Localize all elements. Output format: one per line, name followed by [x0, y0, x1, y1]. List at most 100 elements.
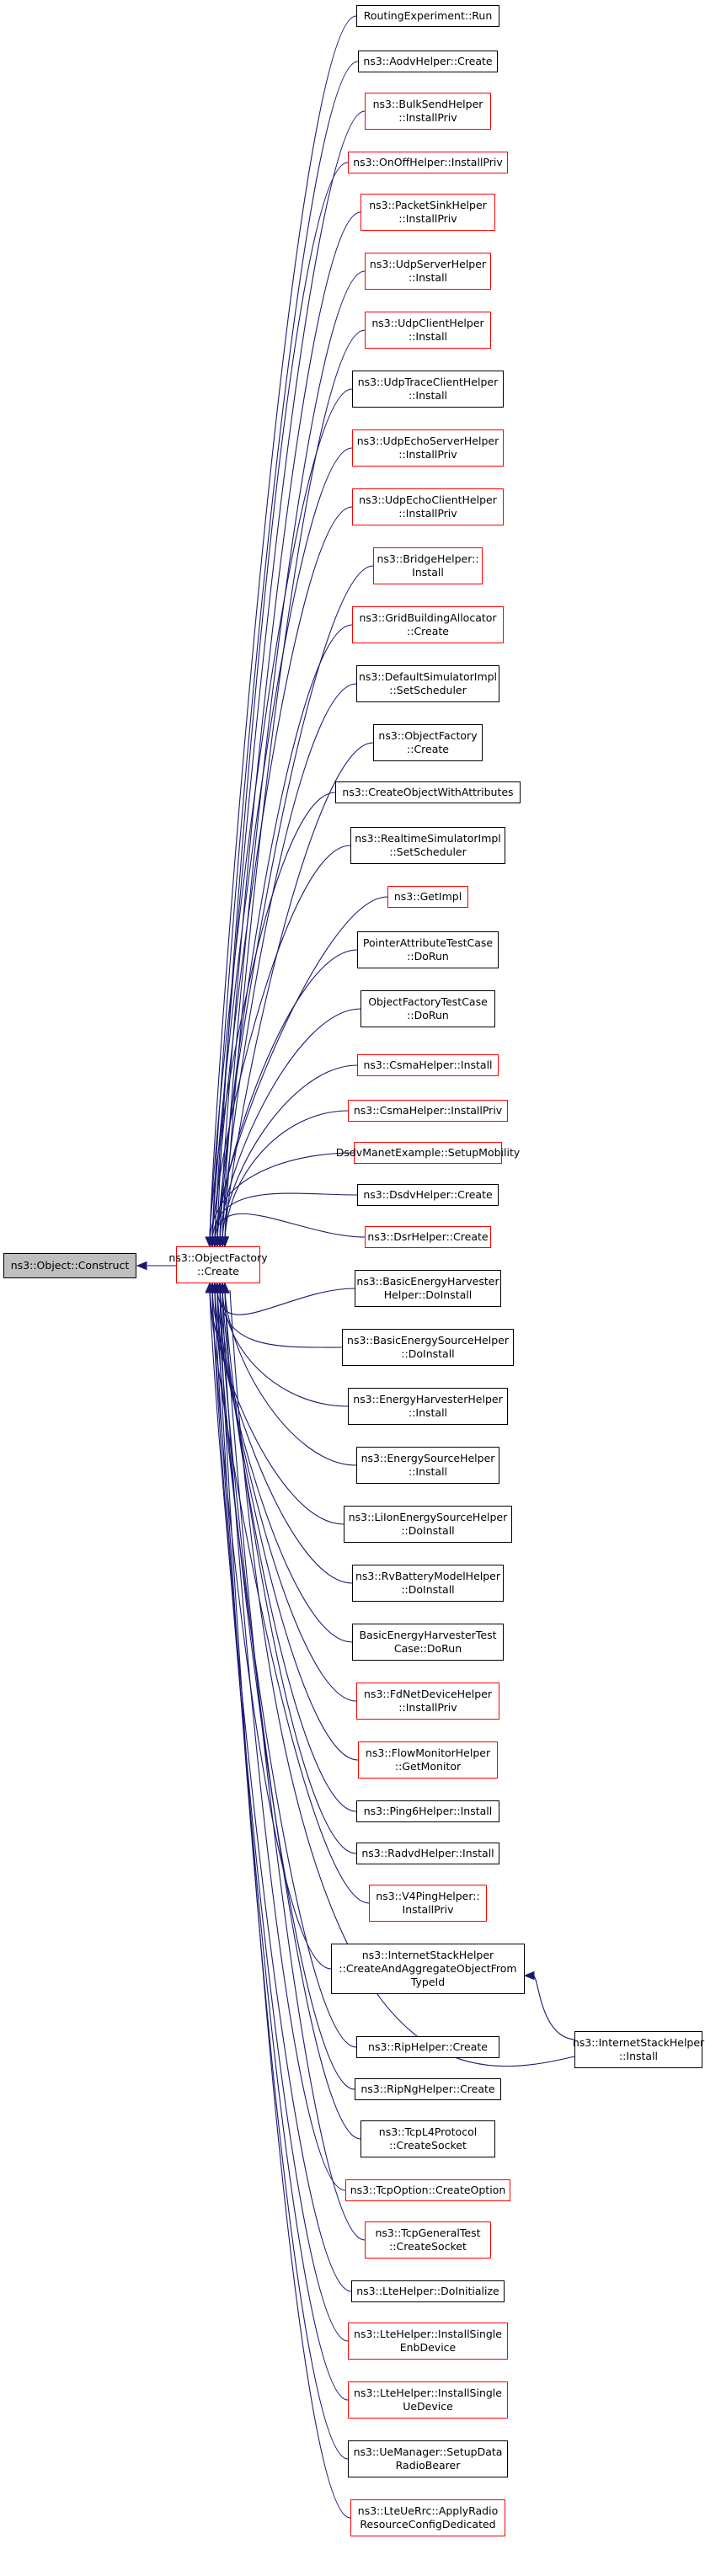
caller-node[interactable]: ns3::RadvdHelper::Install — [356, 1843, 499, 1864]
node-label: RoutingExperiment::Run — [363, 9, 493, 22]
second-level-node[interactable]: ns3::InternetStackHelper::Install — [573, 2031, 704, 2068]
caller-node[interactable]: ns3::Ping6Helper::Install — [356, 1800, 499, 1822]
node-label: ns3::UdpServerHelper — [369, 258, 487, 270]
node-label: ns3::TcpL4Protocol — [378, 2125, 478, 2138]
node-label: ns3::TcpOption::CreateOption — [350, 2184, 506, 2196]
node-label: ns3::RipNgHelper::Create — [361, 2083, 495, 2095]
caller-node[interactable]: ns3::RvBatteryModelHelper::DoInstall — [352, 1565, 504, 1602]
node-label: ns3::ObjectFactory — [378, 729, 478, 742]
edge-line — [214, 506, 353, 1247]
node-label: ::DoRun — [407, 950, 449, 963]
node-label: ns3::GetImpl — [393, 890, 462, 903]
caller-node[interactable]: ns3::CsmaHelper::Install — [357, 1054, 499, 1076]
edge-line — [211, 61, 359, 1247]
caller-node[interactable]: ns3::EnergySourceHelper::Install — [356, 1447, 499, 1484]
edge-line — [219, 211, 361, 1247]
edge-line — [214, 1283, 357, 2048]
edge-line — [222, 683, 357, 1247]
caller-node[interactable]: ns3::FdNetDeviceHelper::InstallPriv — [356, 1683, 499, 1720]
caller-node[interactable]: ns3::EnergyHarvesterHelper::Install — [348, 1388, 508, 1425]
node-label: ns3::LteHelper::InstallSingle — [354, 2328, 502, 2340]
node-label: ::DoRun — [407, 1009, 449, 1021]
caller-node[interactable]: ns3::CsmaHelper::InstallPriv — [348, 1100, 508, 1122]
caller-node[interactable]: ns3::UdpClientHelper::Install — [365, 312, 491, 349]
caller-node[interactable]: ns3::UdpTraceClientHelper::Install — [352, 371, 504, 408]
edge-line — [222, 1283, 349, 1407]
node-label: ns3::RadvdHelper::Install — [361, 1847, 494, 1859]
edge-line — [209, 388, 353, 1247]
caller-node[interactable]: ns3::TcpOption::CreateOption — [345, 2179, 510, 2201]
root-node-object-construct: ns3::Object::Construct — [3, 1253, 136, 1278]
caller-node[interactable]: ns3::BridgeHelper::Install — [373, 547, 483, 584]
caller-node[interactable]: ns3::OnOffHelper::InstallPriv — [348, 152, 508, 173]
caller-node[interactable]: ObjectFactoryTestCase::DoRun — [361, 990, 495, 1027]
caller-node[interactable]: ns3::PacketSinkHelper::InstallPriv — [361, 194, 495, 231]
node-label: ::DoInstall — [401, 1347, 455, 1360]
caller-node[interactable]: ns3::InternetStackHelper::CreateAndAggre… — [331, 1944, 525, 1994]
caller-node[interactable]: ns3::BasicEnergySourceHelper::DoInstall — [342, 1329, 514, 1366]
node-label: ::CreateSocket — [389, 2240, 467, 2253]
caller-node[interactable]: ns3::ObjectFactory::Create — [373, 724, 483, 761]
edge-line — [214, 1213, 366, 1247]
caller-node[interactable]: DsdvManetExample::SetupMobility — [336, 1142, 520, 1164]
caller-node[interactable]: RoutingExperiment::Run — [356, 5, 499, 27]
node-label: ns3::GridBuildingAllocator — [359, 611, 497, 624]
caller-node[interactable]: ns3::RipNgHelper::Create — [355, 2078, 501, 2100]
edge-line — [214, 896, 388, 1247]
caller-node[interactable]: ns3::GetImpl — [387, 886, 468, 908]
node-label: ::Install — [618, 2050, 659, 2062]
node-label: ns3::DefaultSimulatorImpl — [358, 670, 498, 683]
node-label: PointerAttributeTestCase — [362, 936, 494, 949]
node-label: ::Create — [407, 743, 449, 755]
caller-node[interactable]: ns3::UdpEchoServerHelper::InstallPriv — [352, 429, 504, 467]
node-label: ns3::OnOffHelper::InstallPriv — [353, 156, 503, 168]
edge-line — [222, 1283, 357, 1812]
caller-node[interactable]: ns3::GridBuildingAllocator::Create — [352, 606, 504, 643]
node-label: ObjectFactoryTestCase — [368, 995, 488, 1008]
node-label: ns3::BridgeHelper:: — [377, 552, 479, 565]
node-label: ns3::RvBatteryModelHelper — [355, 1570, 500, 1582]
caller-node[interactable]: ns3::RealtimeSimulatorImpl::SetScheduler — [350, 827, 505, 864]
node-object-factory-create[interactable]: ns3::ObjectFactory ::Create — [168, 1246, 268, 1283]
edge-line — [211, 447, 353, 1247]
caller-node[interactable]: ns3::BulkSendHelper::InstallPriv — [365, 93, 491, 130]
edge-arrowhead — [215, 1282, 224, 1293]
edge-line — [216, 565, 374, 1247]
node-label: ns3::RealtimeSimulatorImpl — [355, 832, 501, 845]
node-label: ::Create — [197, 1265, 239, 1277]
caller-node[interactable]: ns3::TcpL4Protocol::CreateSocket — [361, 2120, 495, 2157]
caller-node[interactable]: ns3::LteHelper::DoInitialize — [351, 2280, 505, 2302]
caller-node[interactable]: ns3::UdpEchoClientHelper::InstallPriv — [352, 488, 504, 525]
caller-node[interactable]: ns3::DefaultSimulatorImpl::SetScheduler — [356, 665, 499, 702]
caller-node[interactable]: ns3::TcpGeneralTest::CreateSocket — [365, 2221, 491, 2259]
caller-node[interactable]: ns3::FlowMonitorHelper::GetMonitor — [358, 1741, 498, 1779]
edge-line — [219, 1283, 343, 1348]
caller-node[interactable]: ns3::AodvHelper::Create — [358, 51, 498, 72]
node-label: InstallPriv — [402, 1903, 454, 1916]
edge-arrowhead — [523, 1971, 535, 1981]
node-label: ns3::Ping6Helper::Install — [363, 1805, 493, 1817]
caller-node[interactable]: ns3::UdpServerHelper::Install — [365, 253, 491, 290]
caller-node[interactable]: ns3::LiIonEnergySourceHelper::DoInstall — [344, 1506, 512, 1543]
edge-line — [209, 15, 357, 1247]
node-label: ns3::InternetStackHelper — [361, 1949, 494, 1961]
caller-node[interactable]: ns3::DsrHelper::Create — [365, 1226, 491, 1248]
edge-line — [216, 949, 358, 1247]
node-label: ns3::ObjectFactory — [168, 1251, 268, 1264]
caller-node[interactable]: ns3::RipHelper::Create — [356, 2036, 499, 2058]
edge-line — [211, 845, 351, 1247]
node-label: ns3::BulkSendHelper — [372, 98, 483, 110]
caller-node[interactable]: PointerAttributeTestCase::DoRun — [357, 931, 499, 968]
caller-node[interactable]: ns3::V4PingHelper::InstallPriv — [369, 1885, 487, 1922]
caller-node[interactable]: ns3::DsdvHelper::Create — [357, 1184, 499, 1206]
node-label: ns3::CsmaHelper::InstallPriv — [353, 1104, 503, 1117]
edge-line — [209, 1152, 355, 1247]
caller-node[interactable]: ns3::CreateObjectWithAttributes — [335, 781, 521, 803]
